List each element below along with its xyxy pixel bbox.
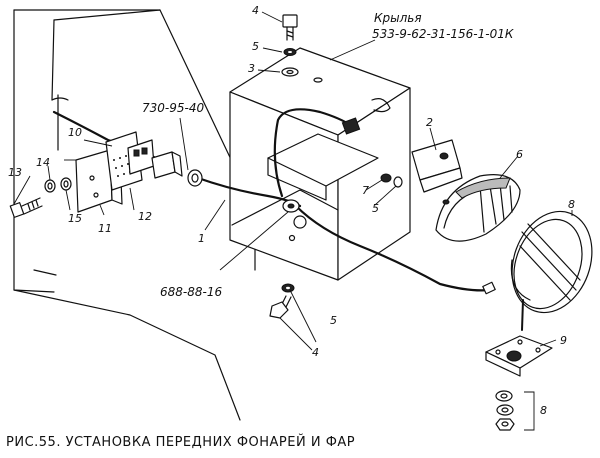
- callout-1: 1: [198, 232, 205, 245]
- callout-5-top: 5: [252, 40, 259, 53]
- bolt-4-bottom: [269, 295, 292, 319]
- label-part-688-88-16: 688-88-16: [160, 285, 222, 299]
- callout-5-bottom: 5: [330, 314, 337, 327]
- headlamp-8: [510, 210, 593, 331]
- callout-12: 12: [138, 210, 152, 223]
- callout-7: 7: [362, 184, 369, 197]
- callout-5-mid: 5: [372, 202, 379, 215]
- bolt-13: [9, 197, 43, 218]
- callout-9: 9: [560, 334, 567, 347]
- callout-4-top: 4: [252, 4, 259, 17]
- side-lamp-6: [435, 174, 521, 242]
- callout-2: 2: [426, 116, 433, 129]
- label-wing-part-number: 533-9-62-31-156-1-01К: [372, 27, 514, 41]
- washer-15: [60, 177, 72, 191]
- body-panel: [13, 9, 256, 421]
- figure-caption: РИС.55. УСТАНОВКА ПЕРЕДНИХ ФОНАРЕЙ И ФАР: [6, 434, 355, 450]
- callout-10: 10: [68, 126, 82, 139]
- washer-14: [44, 179, 56, 193]
- washer-3-top: [281, 67, 299, 77]
- headlamp-bracket-9: [485, 335, 553, 377]
- leader-lines: [13, 11, 573, 431]
- wing-box-bracket: [229, 47, 411, 281]
- washer-5-mid: [393, 176, 403, 188]
- callout-11: 11: [98, 222, 112, 235]
- connector-block-assembly: [75, 131, 203, 213]
- callout-8-bottom: 8: [540, 404, 547, 417]
- callout-8-lamp: 8: [568, 198, 575, 211]
- fastener-stack-8: [495, 390, 515, 431]
- callout-15: 15: [68, 212, 82, 225]
- label-part-730-95-40: 730-95-40: [142, 101, 204, 115]
- nut-7: [380, 173, 392, 183]
- callout-4-bottom: 4: [312, 346, 319, 359]
- label-wing: Крылья: [374, 11, 422, 25]
- callout-13: 13: [8, 166, 22, 179]
- callout-14: 14: [36, 156, 50, 169]
- washer-5-bottom: [281, 283, 295, 293]
- callout-3: 3: [248, 62, 255, 75]
- wire-clamp: [282, 199, 300, 213]
- bolt-4-top: [282, 14, 298, 41]
- side-lamp-bracket-2: [411, 139, 463, 193]
- callout-6: 6: [516, 148, 523, 161]
- washer-5-top: [283, 48, 297, 56]
- text-labels: Крылья 533-9-62-31-156-1-01К 730-95-40 6…: [6, 4, 575, 450]
